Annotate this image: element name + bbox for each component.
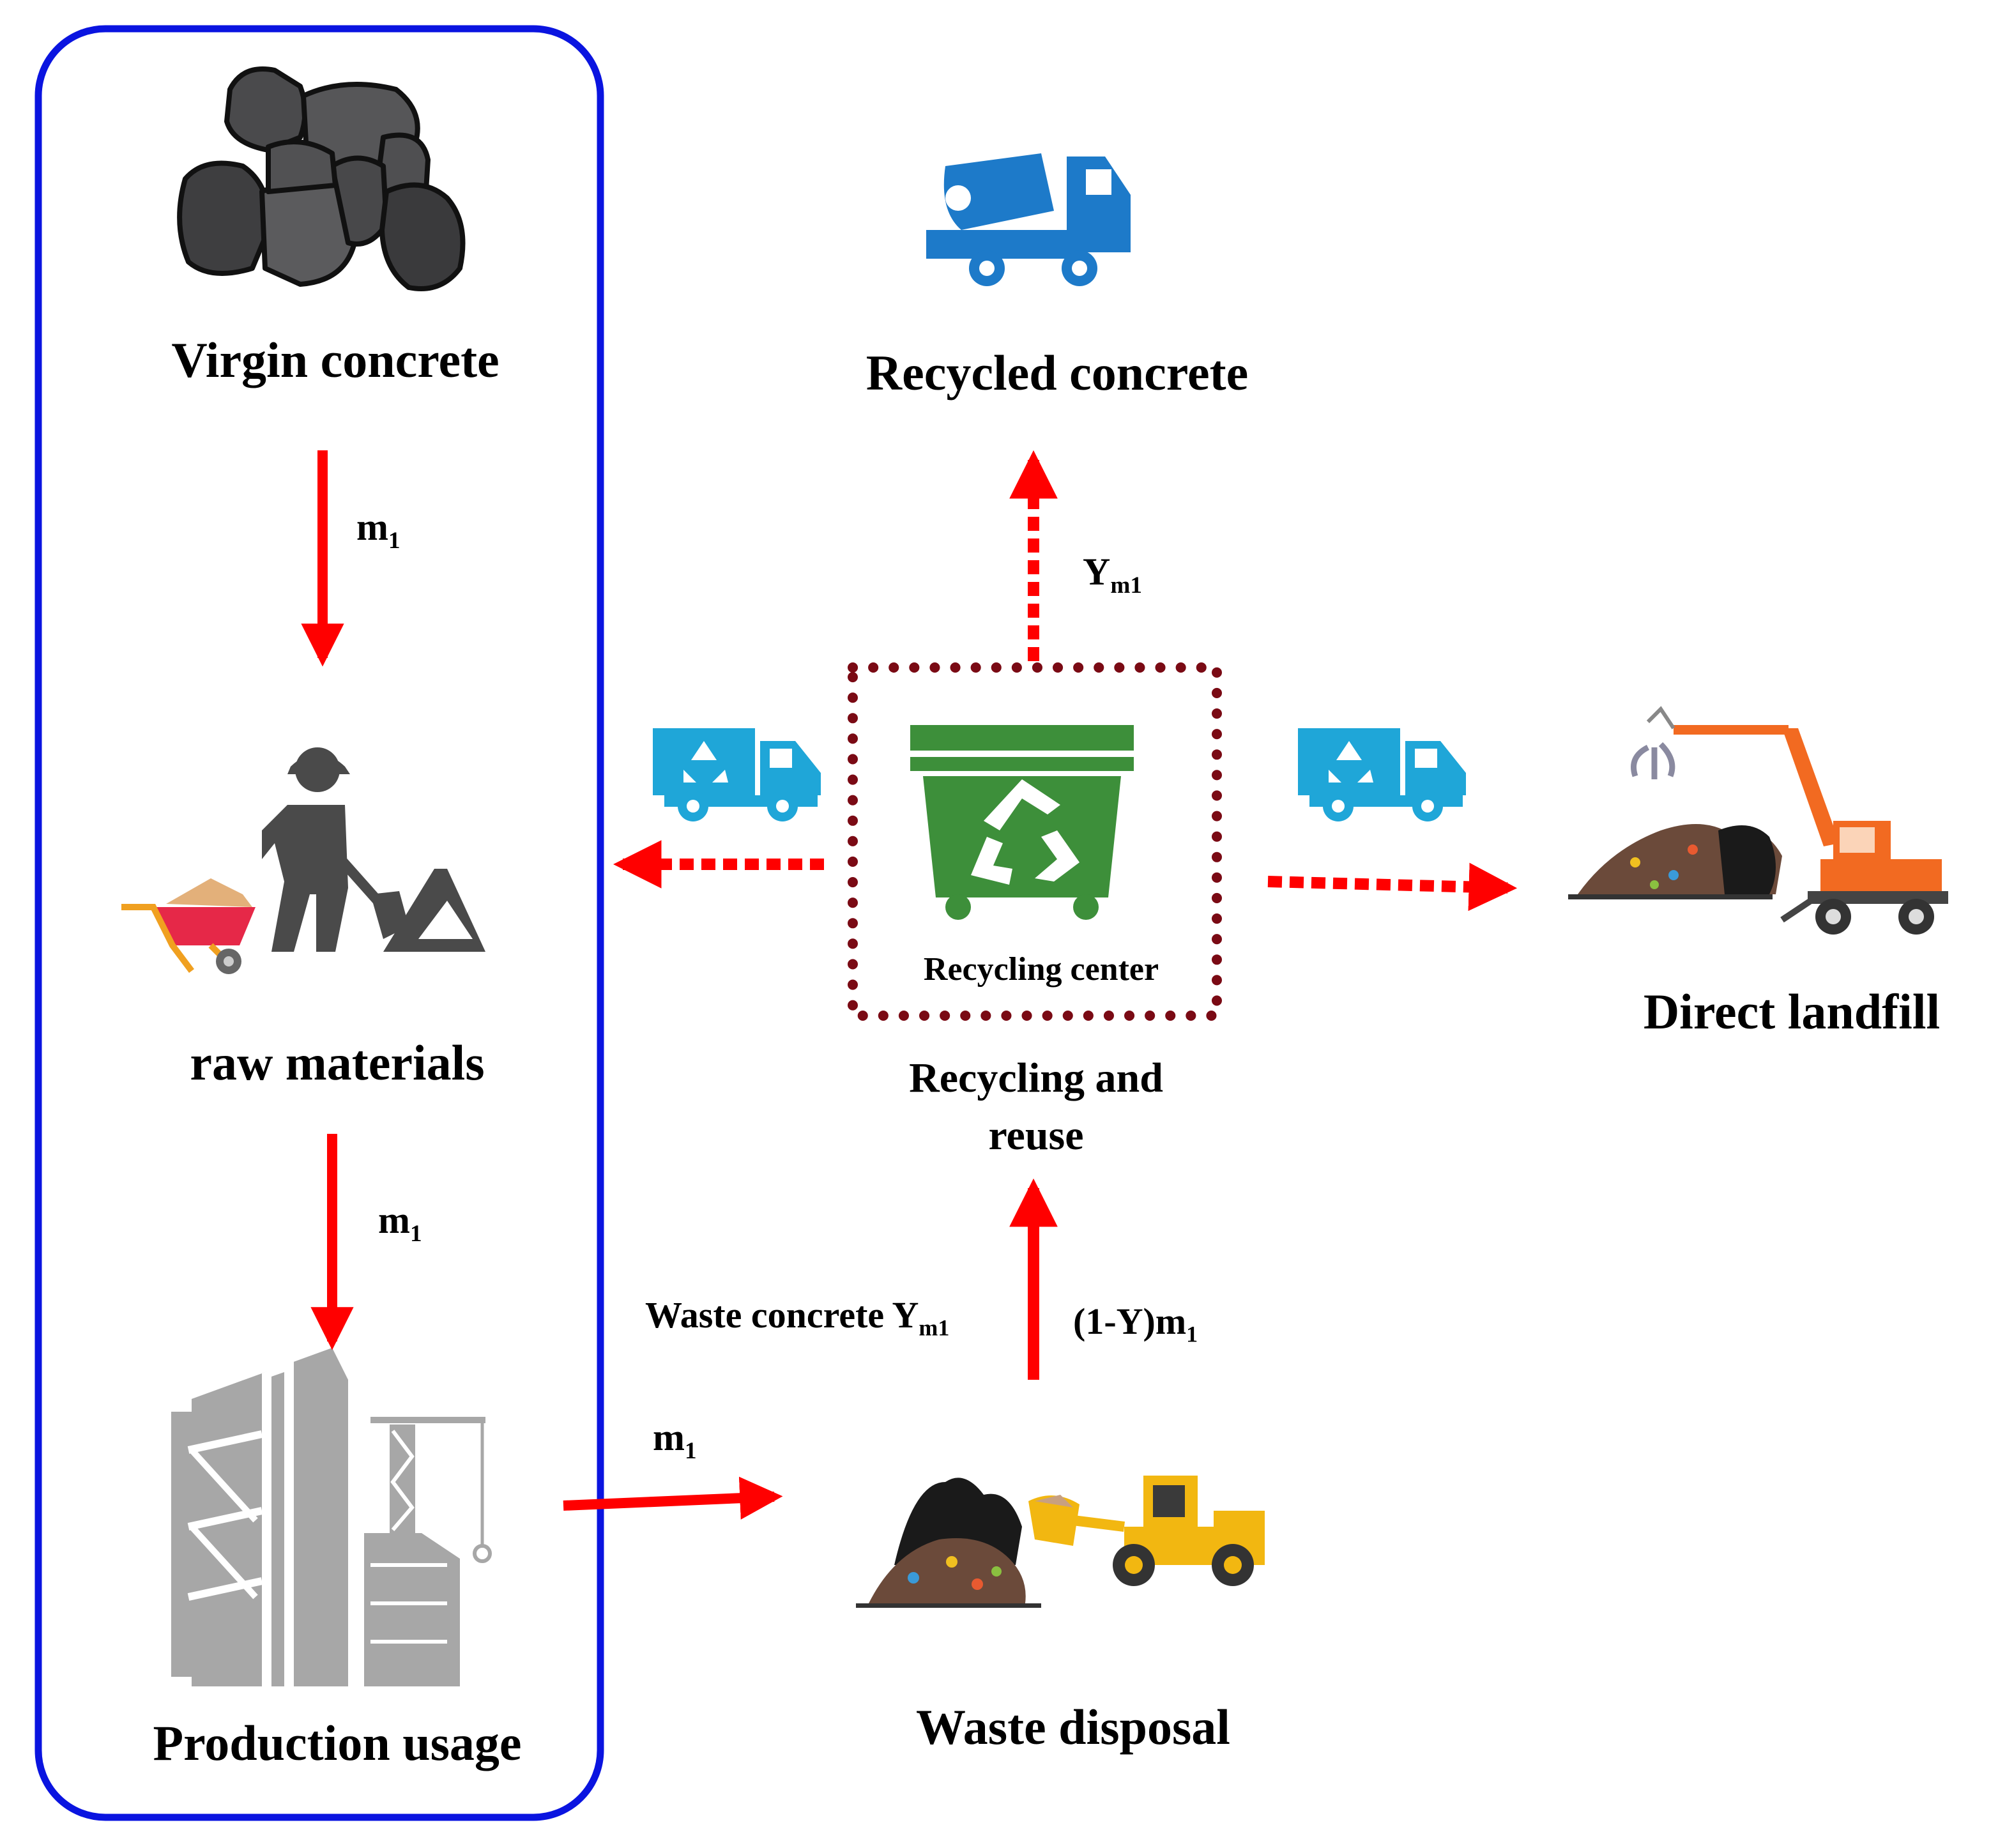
recycle-truck-icon-right <box>1298 728 1466 821</box>
flow-label-production-to-waste: m1 <box>653 1416 697 1465</box>
flow-label-virgin-to-raw: m1 <box>356 506 400 554</box>
raw-materials-label: raw materials <box>190 1035 485 1090</box>
recycling-center-label: Recycling center <box>923 951 1159 988</box>
mixer-truck-icon <box>926 153 1131 286</box>
flow-label-waste-to-center: (1-Y)m1 <box>1073 1301 1198 1347</box>
production-usage-label: Production usage <box>153 1715 522 1771</box>
arrow-center-to-landfill <box>1267 862 1518 912</box>
arrow-production-to-waste <box>563 1476 783 1520</box>
waste-loader-icon <box>856 1476 1265 1608</box>
virgin-concrete-label: Virgin concrete <box>171 332 500 388</box>
recycle-truck-icon-left <box>653 728 821 821</box>
direct-landfill-label: Direct landfill <box>1643 984 1941 1039</box>
life-cycle-frame <box>34 25 604 1821</box>
building-crane-icon <box>171 1348 492 1686</box>
recycled-concrete-label: Recycled concrete <box>866 345 1249 401</box>
recycling-center-frame <box>848 662 1222 1021</box>
worker-wheelbarrow-icon <box>121 747 485 974</box>
recycling-reuse-label-line1: Recycling and <box>909 1055 1163 1101</box>
flow-label-raw-to-production: m1 <box>378 1199 422 1248</box>
recycle-bin-icon <box>910 725 1134 920</box>
waste-disposal-label: Waste disposal <box>916 1699 1230 1755</box>
landfill-excavator-icon <box>1568 706 1948 935</box>
flow-label-center-to-recycled: Ym1 <box>1083 551 1142 599</box>
recycling-reuse-label-line2: reuse <box>988 1112 1084 1159</box>
rock-pile-icon <box>177 66 466 291</box>
waste-concrete-label: Waste concrete Ym1 <box>645 1294 950 1341</box>
